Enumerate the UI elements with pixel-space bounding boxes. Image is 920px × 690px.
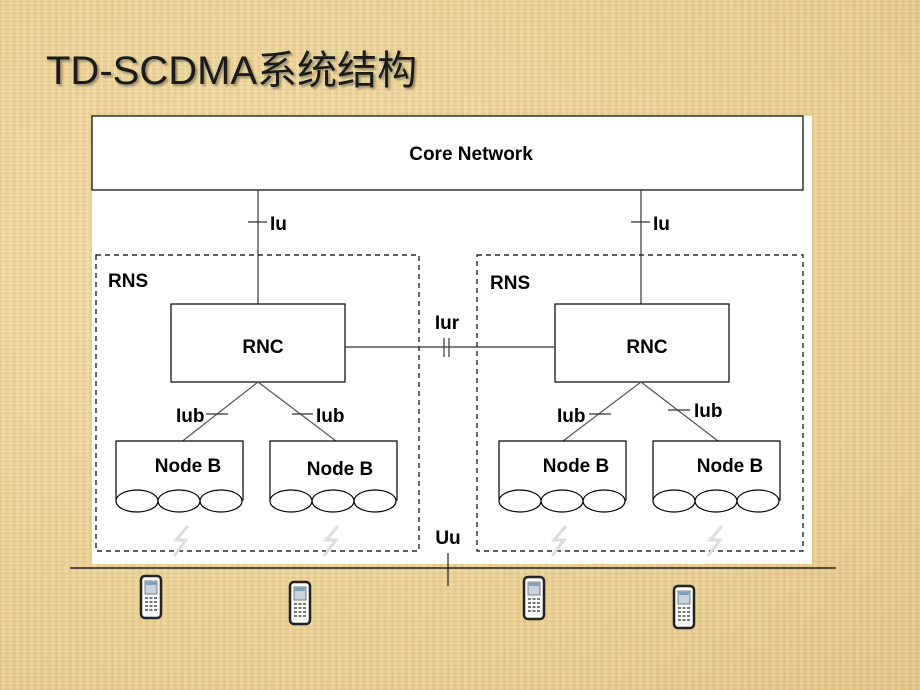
- mobile-phone-icon: [288, 580, 312, 626]
- core-network-label: Core Network: [409, 144, 533, 165]
- node-b-1-label: Node B: [155, 456, 222, 477]
- core-network-box: [91, 115, 804, 191]
- rns-right-box: [476, 254, 804, 552]
- iur-label: Iur: [435, 313, 460, 334]
- mobile-phone-icon: [139, 574, 163, 620]
- iu-left-label: Iu: [270, 214, 287, 235]
- iub-label-2: Iub: [316, 406, 345, 427]
- iub-label-3: Iub: [557, 406, 586, 427]
- iub-label-4: Iub: [694, 401, 723, 422]
- iub-link-1: [179, 381, 259, 444]
- iub-label-1: Iub: [176, 406, 205, 427]
- radio-bolts: [172, 525, 724, 557]
- node-b-3-label: Node B: [543, 456, 610, 477]
- iu-right-label: Iu: [653, 214, 670, 235]
- rnc-left-box: [170, 303, 346, 383]
- node-b-3: Node B: [498, 440, 627, 513]
- node-b-2: Node B: [269, 440, 398, 513]
- rnc-right-box: [554, 303, 730, 383]
- node-b-2-label: Node B: [307, 459, 374, 480]
- node-b-4-label: Node B: [697, 456, 764, 477]
- node-b-1: Node B: [115, 440, 244, 513]
- iub-link-3: [562, 381, 642, 442]
- rnc-right-label: RNC: [626, 337, 667, 358]
- rns-left-box: [95, 254, 420, 552]
- rnc-left-label: RNC: [242, 337, 283, 358]
- mobile-phone-icon: [672, 584, 696, 630]
- iub-link-2: [257, 381, 337, 442]
- rns-right-label: RNS: [490, 273, 530, 294]
- node-b-4: Node B: [652, 440, 781, 513]
- mobile-phone-icon: [522, 575, 546, 621]
- slide-title: TD-SCDMA系统结构: [46, 49, 418, 93]
- rns-left-label: RNS: [108, 271, 148, 292]
- iub-link-4: [640, 381, 719, 442]
- uu-label: Uu: [435, 528, 460, 549]
